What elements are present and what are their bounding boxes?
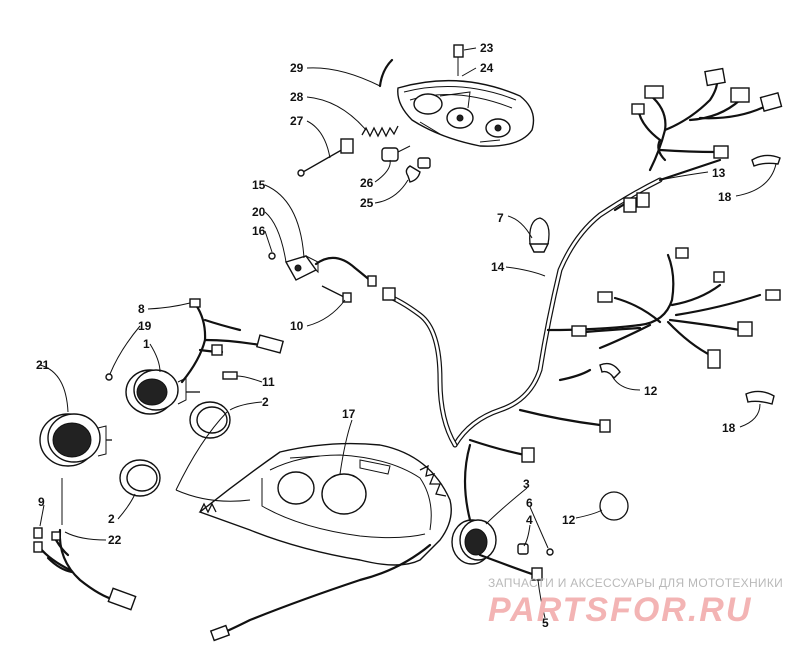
leader-lines	[39, 47, 777, 619]
callout-13: 13	[712, 166, 726, 180]
callout-17: 17	[342, 407, 356, 421]
callout-16: 16	[252, 224, 266, 238]
callout-21: 21	[36, 358, 50, 372]
clamp-12	[599, 362, 621, 380]
callout-3: 3	[523, 477, 530, 491]
callout-28: 28	[290, 90, 304, 104]
callout-29: 29	[290, 61, 304, 75]
speedometer-21	[39, 413, 112, 467]
callout-25: 25	[360, 196, 374, 210]
clip-18-top	[751, 154, 781, 167]
nut-6	[546, 548, 554, 556]
callout-2a: 2	[262, 395, 269, 409]
gauge-3	[451, 519, 537, 577]
callout-27: 27	[290, 114, 304, 128]
callout-1: 1	[143, 337, 150, 351]
callout-11: 11	[262, 375, 275, 389]
callout-26: 26	[360, 176, 374, 190]
callout-8: 8	[138, 302, 145, 316]
callout-labels: 23 24 29 28 27 26 25 15 20 16 10 8 19 1 …	[36, 41, 736, 630]
speedo-wire-22	[33, 528, 137, 611]
spring-28	[361, 125, 399, 138]
screw-27	[297, 138, 354, 177]
socket-26	[381, 145, 411, 162]
callout-22: 22	[108, 533, 122, 547]
callout-23: 23	[480, 41, 494, 55]
clamp-12-ring	[599, 491, 629, 521]
switch-bracket-15	[284, 255, 377, 287]
callout-18a: 18	[718, 190, 732, 204]
callout-18b: 18	[722, 421, 736, 435]
headlight-assembly	[397, 79, 535, 147]
callout-20: 20	[252, 205, 266, 219]
tachometer-1	[125, 369, 200, 415]
bolt-10	[321, 285, 352, 303]
callout-14: 14	[491, 260, 505, 274]
watermark-tagline: ЗАПЧАСТИ И АКСЕССУАРЫ ДЛЯ МОТОТЕХНИКИ	[488, 576, 783, 590]
washer-4	[517, 543, 529, 555]
callout-19: 19	[138, 319, 152, 333]
clip-23	[453, 44, 464, 58]
callout-12a: 12	[644, 384, 658, 398]
nut-16	[268, 252, 276, 260]
callout-4: 4	[526, 513, 533, 527]
tach-wire-8	[180, 298, 285, 384]
bulb-9	[33, 527, 43, 539]
bezel-2-upper	[189, 401, 231, 439]
callout-9: 9	[38, 495, 45, 509]
callout-7: 7	[497, 211, 504, 225]
callout-6: 6	[526, 496, 533, 510]
bezel-2-lower	[119, 459, 161, 497]
callout-12b: 12	[562, 513, 576, 527]
callout-24: 24	[480, 61, 494, 75]
screw-19	[105, 373, 113, 381]
wiring-harness-14	[382, 67, 783, 522]
clip-18-bottom	[745, 390, 775, 405]
watermark-logo: PARTSFOR.RU	[488, 591, 752, 629]
watermark: ЗАПЧАСТИ И АКСЕССУАРЫ ДЛЯ МОТОТЕХНИКИ PA…	[488, 576, 783, 629]
bulb-25	[405, 157, 431, 183]
callout-5: 5	[542, 616, 549, 630]
bulb-11	[222, 371, 238, 380]
clip-7	[528, 217, 550, 253]
strap-29	[378, 58, 394, 88]
console-17	[198, 442, 452, 642]
callout-2b: 2	[108, 512, 115, 526]
callout-15: 15	[252, 178, 266, 192]
bulb-5	[531, 567, 543, 581]
callout-10: 10	[290, 319, 304, 333]
